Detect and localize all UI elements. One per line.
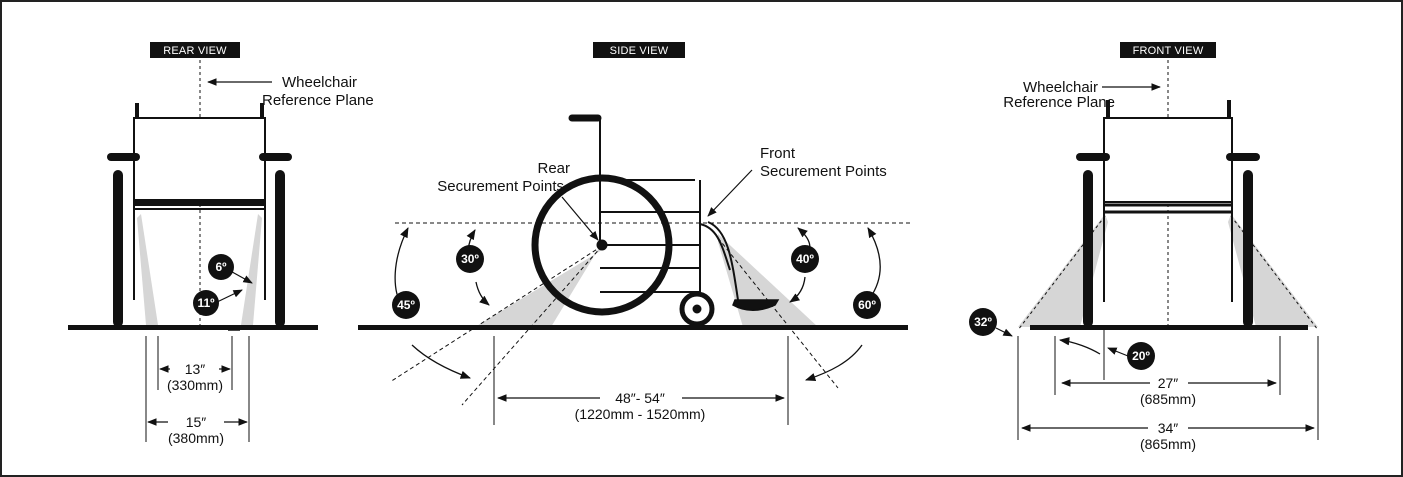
side-angle-30: 30º: [456, 245, 484, 273]
side-rear-ext-a: [389, 245, 603, 383]
front-dim-27-metric: (685mm): [1140, 391, 1196, 407]
front-arrow-20: [1107, 347, 1129, 357]
front-arc-20: [1058, 337, 1101, 355]
side-angle-45-label: 45º: [397, 298, 415, 312]
rear-dim-13-value: 13″: [185, 361, 206, 377]
front-angle-32: 32º: [969, 308, 1013, 337]
side-arc-40-lower: [789, 276, 806, 303]
front-dim-27-value: 27″: [1158, 375, 1179, 391]
rear-view-title-bg: [150, 42, 240, 58]
side-angle-60: 60º: [853, 291, 881, 319]
side-rear-points-label-1: Rear: [537, 160, 570, 177]
side-arc-60-lower: [805, 344, 863, 381]
front-dim-34-metric: (865mm): [1140, 436, 1196, 452]
side-view-title-bg: [593, 42, 685, 58]
side-view-title: SIDE VIEW: [610, 45, 669, 57]
side-rear-points-label-2: Securement Points: [437, 178, 564, 195]
side-angle-45: 45º: [392, 291, 420, 319]
rear-angle-11: 11º: [193, 289, 243, 316]
side-arc-30-lower: [475, 281, 490, 306]
front-view-title: FRONT VIEW: [1133, 45, 1204, 57]
side-view: SIDE VIEW: [358, 42, 910, 425]
front-view: FRONT VIEW Wheelchair Reference Plane: [969, 42, 1319, 452]
rear-angle-11-label: 11º: [197, 296, 215, 310]
front-dim-34-value: 34″: [1158, 420, 1179, 436]
rear-view-title: REAR VIEW: [163, 45, 227, 57]
side-zone-rear: [475, 243, 602, 327]
side-dimension: 48″- 54″ (1220mm - 1520mm): [493, 336, 789, 425]
side-angle-40: 40º: [791, 245, 819, 273]
rear-ref-label-2: Reference Plane: [262, 92, 374, 109]
rear-floor: [68, 325, 318, 330]
side-arc-45-lower: [411, 344, 471, 379]
front-dimension-27: 27″ (685mm): [1054, 330, 1281, 407]
rear-angle-6: 6º: [208, 254, 253, 284]
front-view-title-bg: [1120, 42, 1216, 58]
front-ref-label-1: Wheelchair: [1023, 79, 1098, 96]
side-wheelchair: [531, 114, 780, 327]
side-dim-value: 48″- 54″: [615, 390, 665, 406]
rear-view: REAR VIEW Wheelchair Reference Plane: [68, 42, 374, 446]
side-front-points-arrow: [707, 169, 753, 217]
side-angle-30-label: 30º: [461, 252, 479, 266]
side-angle-40-label: 40º: [796, 252, 814, 266]
rear-dim-15-value: 15″: [186, 414, 207, 430]
front-angle-20-label: 20º: [1132, 349, 1150, 363]
rear-ref-label-1: Wheelchair: [282, 74, 357, 91]
rear-zone-left: [137, 214, 158, 325]
rear-zone-right: [241, 214, 262, 325]
side-angle-60-label: 60º: [858, 298, 876, 312]
front-wheelchair: [1076, 100, 1260, 327]
front-floor: [1030, 325, 1308, 330]
front-ref-label-2: Reference Plane: [1003, 94, 1115, 111]
front-dimension-34: 34″ (865mm): [1017, 336, 1319, 452]
side-front-points-label-1: Front: [760, 145, 796, 162]
side-floor: [358, 325, 908, 330]
rear-dimension-13: 13″ (330mm): [157, 336, 233, 393]
side-arc-60-upper: [867, 227, 881, 299]
rear-dim-13-metric: (330mm): [167, 377, 223, 393]
side-front-points-label-2: Securement Points: [760, 163, 887, 180]
side-rear-points-arrow: [561, 196, 599, 241]
front-angle-32-label: 32º: [974, 315, 992, 329]
front-angle-20: 20º: [1127, 342, 1155, 370]
rear-angle-6-label: 6º: [215, 260, 227, 274]
rear-dimension-15: 15″ (380mm): [145, 336, 250, 446]
rear-dim-15-metric: (380mm): [168, 430, 224, 446]
side-dim-metric: (1220mm - 1520mm): [575, 406, 706, 422]
